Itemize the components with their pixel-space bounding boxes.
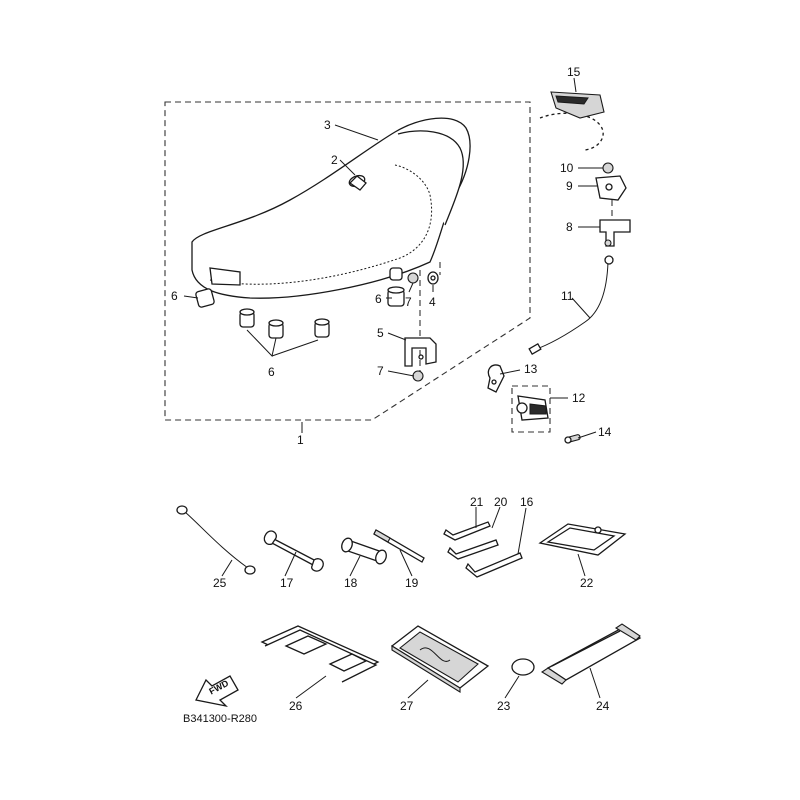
damper-right xyxy=(387,267,405,307)
hex-key-16 xyxy=(465,552,523,578)
seat xyxy=(191,117,471,299)
callout-12: 12 xyxy=(572,391,586,405)
screwdriver xyxy=(373,529,425,563)
socket-wrench xyxy=(341,537,387,565)
latch-nut xyxy=(602,162,614,174)
callout-4: 4 xyxy=(429,295,436,309)
callout-7-upper: 7 xyxy=(405,295,412,309)
callout-6-left: 6 xyxy=(171,289,178,303)
callout-20: 20 xyxy=(494,495,508,509)
seat-latch-plate xyxy=(539,91,605,151)
callout-8: 8 xyxy=(566,220,573,234)
hex-key-21 xyxy=(443,521,491,541)
callout-6-right: 6 xyxy=(375,292,382,306)
lock-screw xyxy=(564,434,581,444)
nut-lower xyxy=(412,370,424,382)
callout-19: 19 xyxy=(405,576,419,590)
callout-labels: 1 2 3 4 5 6 6 6 7 7 8 9 10 11 12 13 14 1… xyxy=(171,65,612,713)
callout-15: 15 xyxy=(567,65,581,79)
washer xyxy=(427,271,439,285)
callout-5: 5 xyxy=(377,326,384,340)
latch-cover xyxy=(595,175,627,201)
callout-11: 11 xyxy=(561,289,574,303)
callout-27: 27 xyxy=(400,699,414,713)
helmet-wire xyxy=(176,505,256,575)
fwd-arrow-icon: FWD xyxy=(195,675,239,708)
leader-lines xyxy=(183,77,603,699)
spanner xyxy=(263,530,324,572)
seat-lock xyxy=(516,395,549,421)
tool-bag xyxy=(538,523,627,556)
owners-manual xyxy=(260,625,380,683)
lock-bracket xyxy=(487,364,505,393)
callout-2: 2 xyxy=(331,153,338,167)
latch-bracket xyxy=(599,219,631,247)
o-ring xyxy=(511,658,535,676)
callout-22: 22 xyxy=(580,576,594,590)
callout-9: 9 xyxy=(566,179,573,193)
battery-strap xyxy=(540,623,642,685)
hex-key-20 xyxy=(447,539,499,560)
callout-16: 16 xyxy=(520,495,534,509)
callout-7-lower: 7 xyxy=(377,364,384,378)
callout-24: 24 xyxy=(596,699,610,713)
seat-lock-cable xyxy=(528,255,614,355)
seat-assembly-boundary xyxy=(164,101,531,421)
bracket xyxy=(404,337,437,367)
callout-17: 17 xyxy=(280,576,294,590)
diagram-reference-code: B341300-R280 xyxy=(183,713,257,725)
service-booklet xyxy=(390,625,490,693)
callout-23: 23 xyxy=(497,699,511,713)
callout-6-bottom: 6 xyxy=(268,365,275,379)
callout-13: 13 xyxy=(524,362,538,376)
callout-3: 3 xyxy=(324,118,331,132)
callout-14: 14 xyxy=(598,425,612,439)
callout-1: 1 xyxy=(297,433,304,447)
stud xyxy=(348,174,367,191)
nut-upper xyxy=(407,272,419,284)
callout-18: 18 xyxy=(344,576,358,590)
damper-left xyxy=(195,288,215,308)
callout-21: 21 xyxy=(470,495,484,509)
callout-25: 25 xyxy=(213,576,227,590)
callout-10: 10 xyxy=(560,161,574,175)
callout-26: 26 xyxy=(289,699,303,713)
damper-row xyxy=(239,308,330,339)
